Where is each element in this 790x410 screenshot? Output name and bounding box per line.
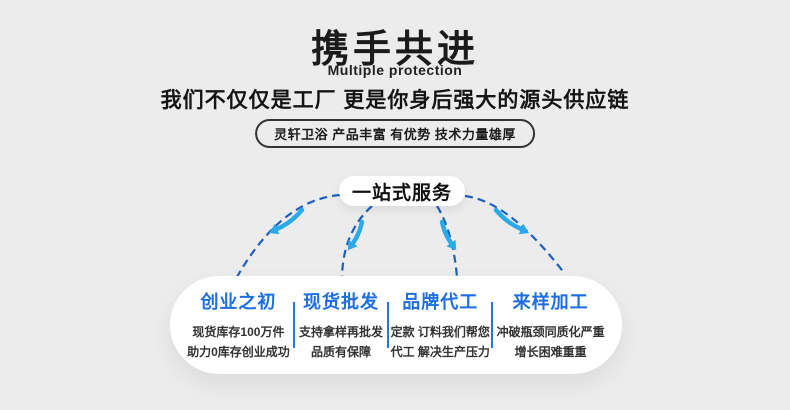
column-line-2: 代工 解决生产压力: [390, 344, 490, 359]
one-stop-service-pill: 一站式服务: [339, 176, 465, 206]
page-subtitle-en: Multiple protection: [327, 62, 463, 78]
curved-arrow-icon: [347, 219, 365, 251]
services-panel-inner: 创业之初 现货库存100万件 助力0库存创业成功 现货批发 支持拿样再批发 品质…: [170, 276, 622, 374]
column-line-2: 助力0库存创业成功: [187, 344, 290, 359]
column-line-1: 现货库存100万件: [192, 325, 285, 340]
column-text: 定款 订料我们帮您 代工 解决生产压力: [391, 323, 490, 361]
service-column-custom: 来样加工 冲破瓶颈同质化严重 增长困难重重: [493, 288, 608, 361]
column-divider: [292, 302, 295, 348]
curved-arrow-icon: [493, 207, 529, 235]
column-line-2: 品质有保障: [311, 344, 372, 359]
services-panel: 创业之初 现货库存100万件 助力0库存创业成功 现货批发 支持拿样再批发 品质…: [170, 276, 622, 374]
column-text: 现货库存100万件 助力0库存创业成功: [187, 323, 290, 361]
column-line-1: 支持拿样再批发: [299, 325, 384, 340]
dashed-arc-right-outer: [464, 194, 566, 275]
curved-arrow-icon: [439, 219, 457, 251]
feature-badge: 灵轩卫浴 产品丰富 有优势 技术力量雄厚: [255, 119, 535, 148]
column-title: 现货批发: [303, 292, 380, 313]
column-title: 来样加工: [512, 292, 589, 313]
dashed-arc-left-inner: [340, 205, 373, 278]
column-line-2: 增长困难重重: [514, 344, 587, 359]
service-column-wholesale: 现货批发 支持拿样再批发 品质有保障: [295, 288, 387, 361]
column-title: 创业之初: [200, 292, 277, 313]
curved-arrow-icon: [269, 207, 305, 235]
column-line-1: 冲破瓶颈同质化严重: [496, 325, 605, 340]
column-divider: [491, 302, 494, 348]
dashed-arc-left-outer: [236, 193, 341, 278]
dashed-arc-right-inner: [436, 205, 459, 278]
service-column-oem: 品牌代工 定款 订料我们帮您 代工 解决生产压力: [389, 288, 491, 361]
column-title: 品牌代工: [402, 292, 479, 313]
page-title: 携手共进: [310, 29, 479, 71]
column-text: 支持拿样再批发 品质有保障: [299, 323, 383, 361]
tagline: 我们不仅仅是工厂 更是你身后强大的源头供应链: [160, 89, 630, 112]
column-divider: [387, 302, 390, 348]
column-line-1: 定款 订料我们帮您: [390, 325, 490, 340]
dashed-arcs: [236, 193, 566, 278]
column-text: 冲破瓶颈同质化严重 增长困难重重: [497, 323, 605, 361]
service-column-startup: 创业之初 现货库存100万件 助力0库存创业成功: [184, 288, 293, 361]
